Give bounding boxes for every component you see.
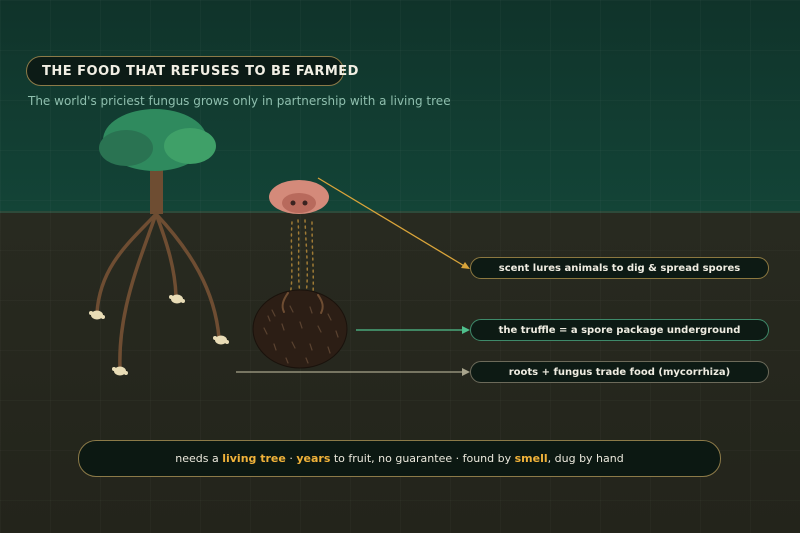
footer-highlight-smell: smell bbox=[514, 452, 548, 465]
root-4 bbox=[154, 212, 221, 340]
page-title: THE FOOD THAT REFUSES TO BE FARMED bbox=[42, 63, 359, 79]
callout-truffle: the truffle = a spore package undergroun… bbox=[470, 319, 769, 341]
root-2 bbox=[118, 212, 158, 370]
tree-roots bbox=[95, 212, 221, 370]
tree-trunk bbox=[150, 168, 163, 214]
spore-nodule-icon bbox=[112, 366, 128, 376]
footer-summary: needs a living tree · years to fruit, no… bbox=[78, 440, 721, 477]
truffle-root-hairs bbox=[281, 292, 324, 314]
connector-roots bbox=[236, 368, 470, 376]
spore-nodule-icon bbox=[213, 335, 229, 345]
footer-highlight-living-tree: living tree bbox=[222, 452, 286, 465]
callout-roots: roots + fungus trade food (mycorrhiza) bbox=[470, 361, 769, 383]
page-subtitle: The world's priciest fungus grows only i… bbox=[28, 94, 451, 108]
footer-text-2: · bbox=[285, 452, 297, 465]
footer-highlight-years: years bbox=[296, 452, 331, 465]
footer-text-1: needs a bbox=[175, 452, 223, 465]
title-pill: THE FOOD THAT REFUSES TO BE FARMED bbox=[26, 56, 358, 86]
connector-scent bbox=[317, 177, 470, 269]
footer-text-3: to fruit, no guarantee · found by bbox=[330, 452, 515, 465]
sky-region bbox=[0, 0, 800, 212]
root-3 bbox=[154, 212, 178, 298]
tree-canopy-left bbox=[99, 130, 153, 166]
tree-canopy-right bbox=[164, 128, 216, 164]
spore-nodule-icon bbox=[89, 310, 105, 320]
root-1 bbox=[95, 212, 158, 315]
pig-snout-icon bbox=[269, 180, 329, 214]
spore-nodule-icon bbox=[169, 294, 185, 304]
truffle-icon bbox=[252, 289, 348, 369]
root-nodules bbox=[89, 294, 229, 376]
connector-truffle bbox=[356, 326, 470, 334]
truffle-texture bbox=[263, 305, 339, 364]
footer-text-4: , dug by hand bbox=[547, 452, 624, 465]
tree-icon bbox=[99, 109, 216, 214]
ground-line bbox=[0, 211, 800, 213]
callout-scent: scent lures animals to dig & spread spor… bbox=[470, 257, 769, 279]
scent-trail bbox=[289, 219, 315, 296]
